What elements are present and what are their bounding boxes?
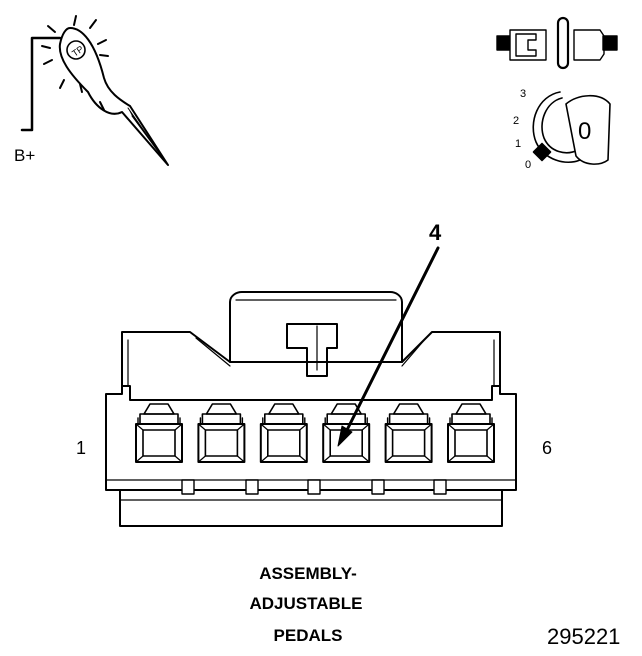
terminal-cavities: [135, 403, 495, 463]
caption-line-1: ASSEMBLY-: [259, 564, 357, 583]
b-plus-label: B+: [14, 146, 36, 165]
connector-disconnected-icon: [496, 16, 618, 70]
pin-6-label: 6: [542, 438, 553, 458]
figure-number: 295221: [547, 624, 621, 649]
callout-arrow: [337, 246, 440, 447]
lamp-glow-icon: [41, 15, 109, 111]
terminal-cavity-2: [197, 403, 246, 463]
terminal-cavity-3: [259, 403, 308, 463]
ignition-position-3: 3: [520, 88, 527, 100]
terminal-cavity-6: [447, 403, 495, 463]
caption-line-3: PEDALS: [273, 626, 343, 645]
key-position-label: 0: [578, 118, 592, 145]
test-lamp-probe-icon: TP: [20, 15, 169, 166]
connector-face: [105, 291, 517, 527]
ignition-position-1: 1: [515, 138, 522, 150]
keying-slots: [181, 479, 447, 495]
callout-number: 4: [429, 220, 442, 245]
caption-line-2: ADJUSTABLE: [249, 594, 363, 613]
ignition-position-0: 0: [525, 159, 532, 171]
ignition-position-2: 2: [513, 115, 520, 127]
terminal-cavity-5: [384, 403, 433, 463]
ignition-key-icon: [532, 91, 611, 165]
pin-1-label: 1: [76, 438, 87, 458]
terminal-cavity-1: [135, 403, 183, 463]
